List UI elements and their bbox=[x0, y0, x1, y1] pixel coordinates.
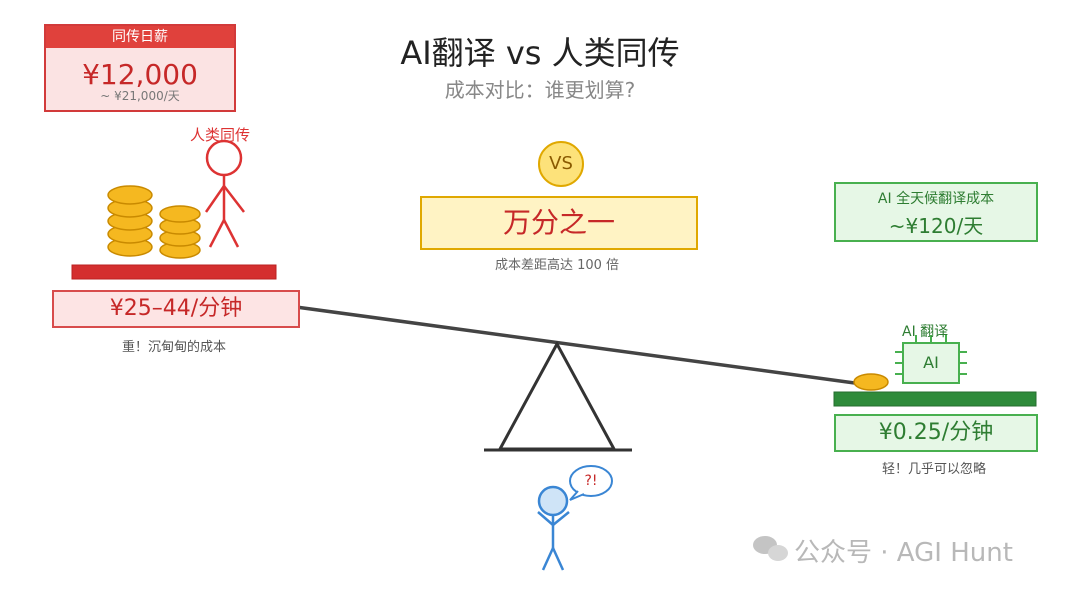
salary-value: ¥12,000 bbox=[82, 58, 198, 91]
seesaw-fulcrum bbox=[484, 340, 632, 452]
ai-platform bbox=[833, 391, 1037, 407]
page-subtitle: 成本对比：谁更划算? bbox=[444, 78, 636, 102]
ai-note: 轻！几乎可以忽略 bbox=[881, 462, 986, 477]
human-platform bbox=[71, 264, 277, 280]
ai-daily-label: AI 全天候翻译成本 bbox=[877, 191, 995, 207]
human-per-minute: ¥25–44/分钟 bbox=[52, 290, 300, 328]
observer-figure bbox=[537, 485, 570, 571]
human-note: 重！沉甸甸的成本 bbox=[121, 340, 226, 355]
ai-chip-text: AI bbox=[923, 353, 939, 372]
watermark-text: 公众号 · AGI Hunt bbox=[794, 538, 1013, 568]
human-figure bbox=[204, 139, 245, 248]
ai-chip-icon bbox=[895, 335, 967, 384]
wechat-icon bbox=[753, 536, 788, 561]
coin-stack-large bbox=[107, 185, 153, 257]
ratio-note: 成本差距高达 100 倍 bbox=[494, 258, 620, 273]
salary-card: 同传日薪 ¥12,000 ~ ¥21,000/天 bbox=[44, 24, 236, 112]
vs-badge: VS bbox=[538, 141, 584, 187]
ai-label: AI 翻译 bbox=[902, 324, 949, 340]
page-title: AI翻译 vs 人类同传 bbox=[400, 34, 680, 72]
salary-subtext: ~ ¥21,000/天 bbox=[100, 89, 180, 103]
speech-bubble-text: ?! bbox=[584, 473, 598, 489]
human-label: 人类同传 bbox=[190, 126, 251, 144]
coin-stack-small bbox=[159, 205, 201, 259]
ai-daily-cost-card: AI 全天候翻译成本 ~¥120/天 bbox=[834, 182, 1038, 242]
salary-header: 同传日薪 bbox=[46, 26, 234, 48]
ratio-box: 万分之一 bbox=[420, 196, 698, 250]
ai-daily-value: ~¥120/天 bbox=[888, 214, 984, 238]
single-coin bbox=[853, 373, 889, 391]
ai-per-minute: ¥0.25/分钟 bbox=[834, 414, 1038, 452]
speech-bubble bbox=[569, 465, 613, 501]
seesaw-beam bbox=[294, 305, 864, 386]
